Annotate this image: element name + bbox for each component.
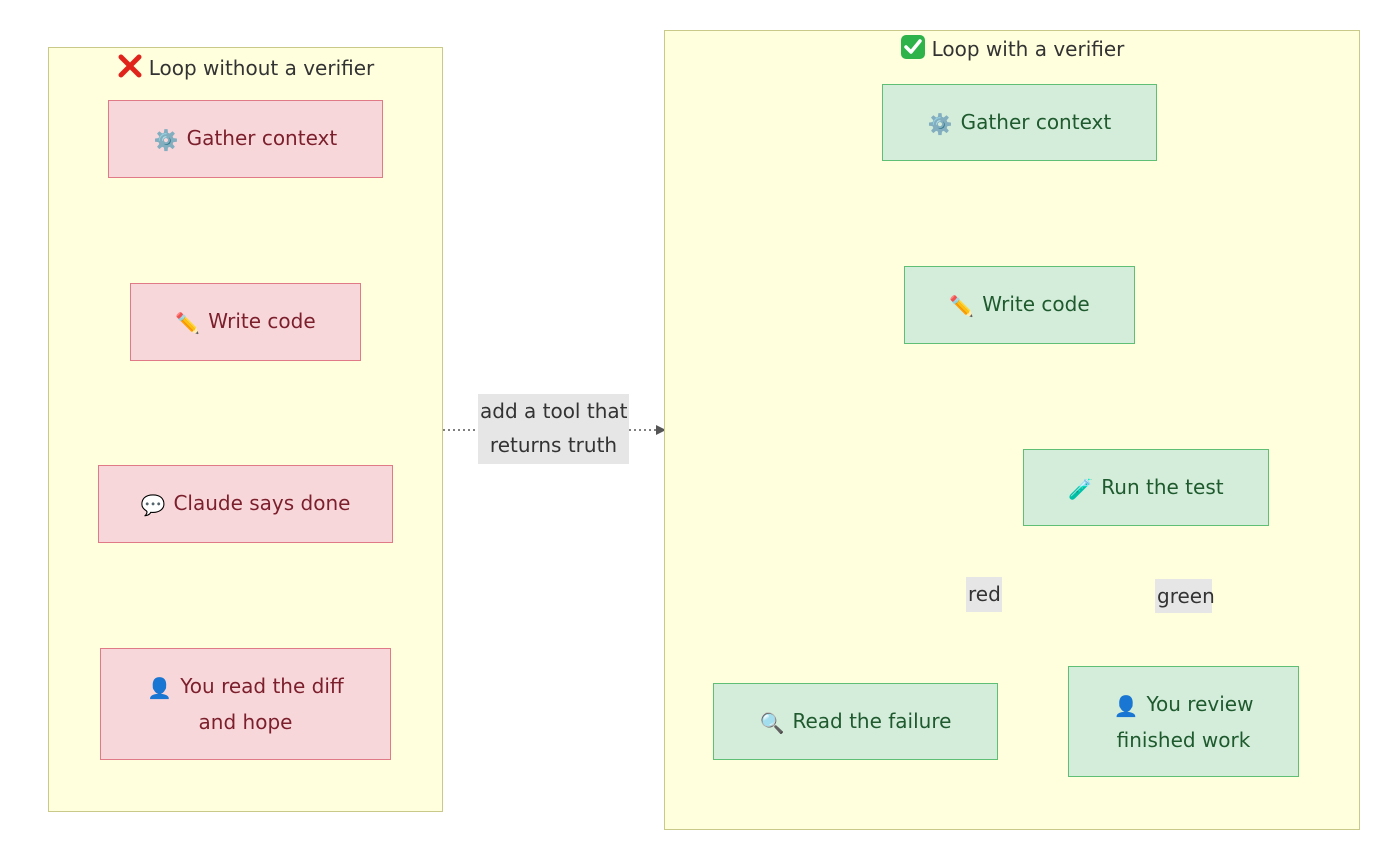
cluster-title-without-verifier: Loop without a verifier [49,53,442,80]
person-icon: 👤 [147,676,173,700]
edge-label-green: green [1155,579,1215,613]
node-read-the-failure: 🔍 Read the failure [713,683,998,760]
node-you-read-the-diff: 👤 You read the diff and hope [100,648,391,760]
speech-bubble-icon: 💬 [140,493,166,517]
node-write-code: ✏️ Write code [130,283,361,361]
node-label: Write code [208,309,316,333]
node-label-line2: finished work [1116,727,1251,752]
red-cross-icon [118,54,142,78]
magnifier-icon: 🔍 [759,710,785,735]
node-label: Claude says done [173,491,351,515]
edge-label-add-tool: add a tool that returns truth [478,394,629,464]
edge-label-line1: add a tool that [480,399,628,423]
edge-label-line2: returns truth [489,433,618,457]
node-write-code: ✏️ Write code [904,266,1135,344]
green-check-icon [900,35,925,59]
pencil-icon: ✏️ [175,311,201,335]
node-label-line2: and hope [198,710,293,734]
node-label: Read the failure [792,708,952,733]
gear-icon: ⚙️ [153,128,179,152]
cluster-title-text: Loop with a verifier [931,37,1125,61]
node-run-the-test: 🧪 Run the test [1023,449,1269,526]
pencil-icon: ✏️ [949,294,975,318]
node-you-review-finished-work: 👤 You review finished work [1068,666,1299,777]
gear-icon: ⚙️ [927,111,953,136]
node-label: Run the test [1101,474,1224,499]
person-icon: 👤 [1113,693,1139,718]
node-label: Gather context [186,126,338,150]
node-label: Write code [982,292,1090,316]
cluster-title-text: Loop without a verifier [148,56,375,80]
node-gather-context: ⚙️ Gather context [882,84,1157,161]
node-label: Gather context [960,109,1112,134]
node-claude-says-done: 💬 Claude says done [98,465,393,543]
node-gather-context: ⚙️ Gather context [108,100,383,178]
edge-label-red: red [966,577,1002,612]
cluster-title-with-verifier: Loop with a verifier [665,34,1359,61]
test-tube-icon: 🧪 [1068,476,1094,501]
node-label-line1: You read the diff [180,674,344,698]
node-label-line1: You review [1146,691,1254,716]
